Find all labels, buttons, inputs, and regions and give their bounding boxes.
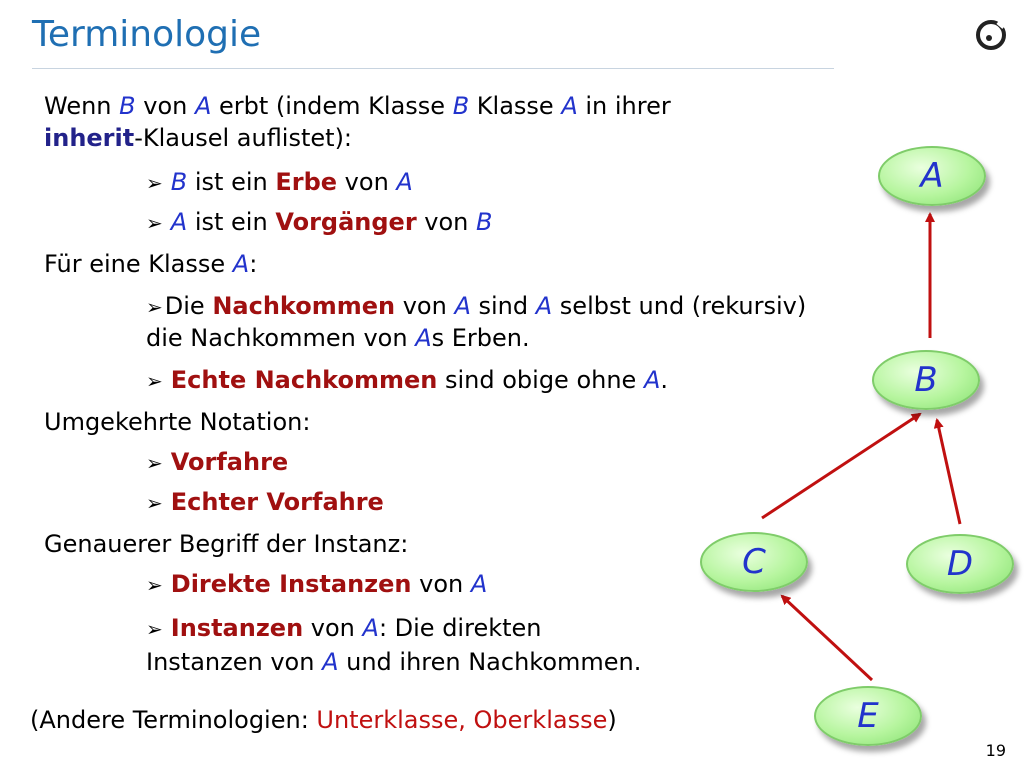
arrow-bullet-icon: ➢ (146, 573, 163, 597)
text-line-16: (Andere Terminologien: Unterklasse, Ober… (30, 706, 617, 734)
text-line-2: inherit-Klausel auflistet): (44, 124, 353, 152)
bullet-vorfahre: ➢Vorfahre (146, 448, 289, 476)
arrow-bullet-icon: ➢ (146, 491, 163, 515)
arrow-bullet-icon: ➢ (146, 171, 163, 195)
arrow-bullet-icon: ➢ (146, 369, 163, 393)
class-node-d: D (906, 534, 1014, 594)
slide-title: Terminologie (32, 14, 262, 55)
text-line-12: Genauerer Begriff der Instanz: (44, 530, 409, 558)
page-number: 19 (985, 741, 1006, 760)
title-divider (32, 68, 834, 69)
bullet-instanzen: ➢Instanzen von A: Die direkten (146, 614, 542, 642)
class-node-e: E (814, 686, 922, 746)
arrow-bullet-icon: ➢ (146, 211, 163, 235)
class-node-a: A (878, 146, 986, 206)
bullet-echte-nachkommen: ➢Echte Nachkommen sind obige ohne A. (146, 366, 669, 394)
class-node-c: C (700, 532, 808, 592)
text-line-5: Für eine Klasse A: (44, 250, 258, 278)
text-line-7: die Nachkommen von As Erben. (146, 324, 530, 352)
bullet-vorgaenger: ➢A ist ein Vorgänger von B (146, 208, 493, 236)
bullet-direkte-instanzen: ➢Direkte Instanzen von A (146, 570, 488, 598)
arrow-bullet-icon: ➢ (146, 617, 163, 641)
bullet-nachkommen: ➢Die Nachkommen von A sind A selbst und … (146, 292, 807, 320)
text-line-9: Umgekehrte Notation: (44, 408, 311, 436)
text-line-15: Instanzen von A und ihren Nachkommen. (146, 648, 642, 676)
text-line-1: Wenn B von A erbt (indem Klasse B Klasse… (44, 92, 671, 120)
arrow-bullet-icon: ➢ (146, 295, 163, 319)
logo-icon (976, 20, 1006, 50)
arrow-bullet-icon: ➢ (146, 451, 163, 475)
bullet-erbe: ➢B ist ein Erbe von A (146, 168, 413, 196)
bullet-echter-vorfahre: ➢Echter Vorfahre (146, 488, 384, 516)
class-node-b: B (872, 350, 980, 410)
